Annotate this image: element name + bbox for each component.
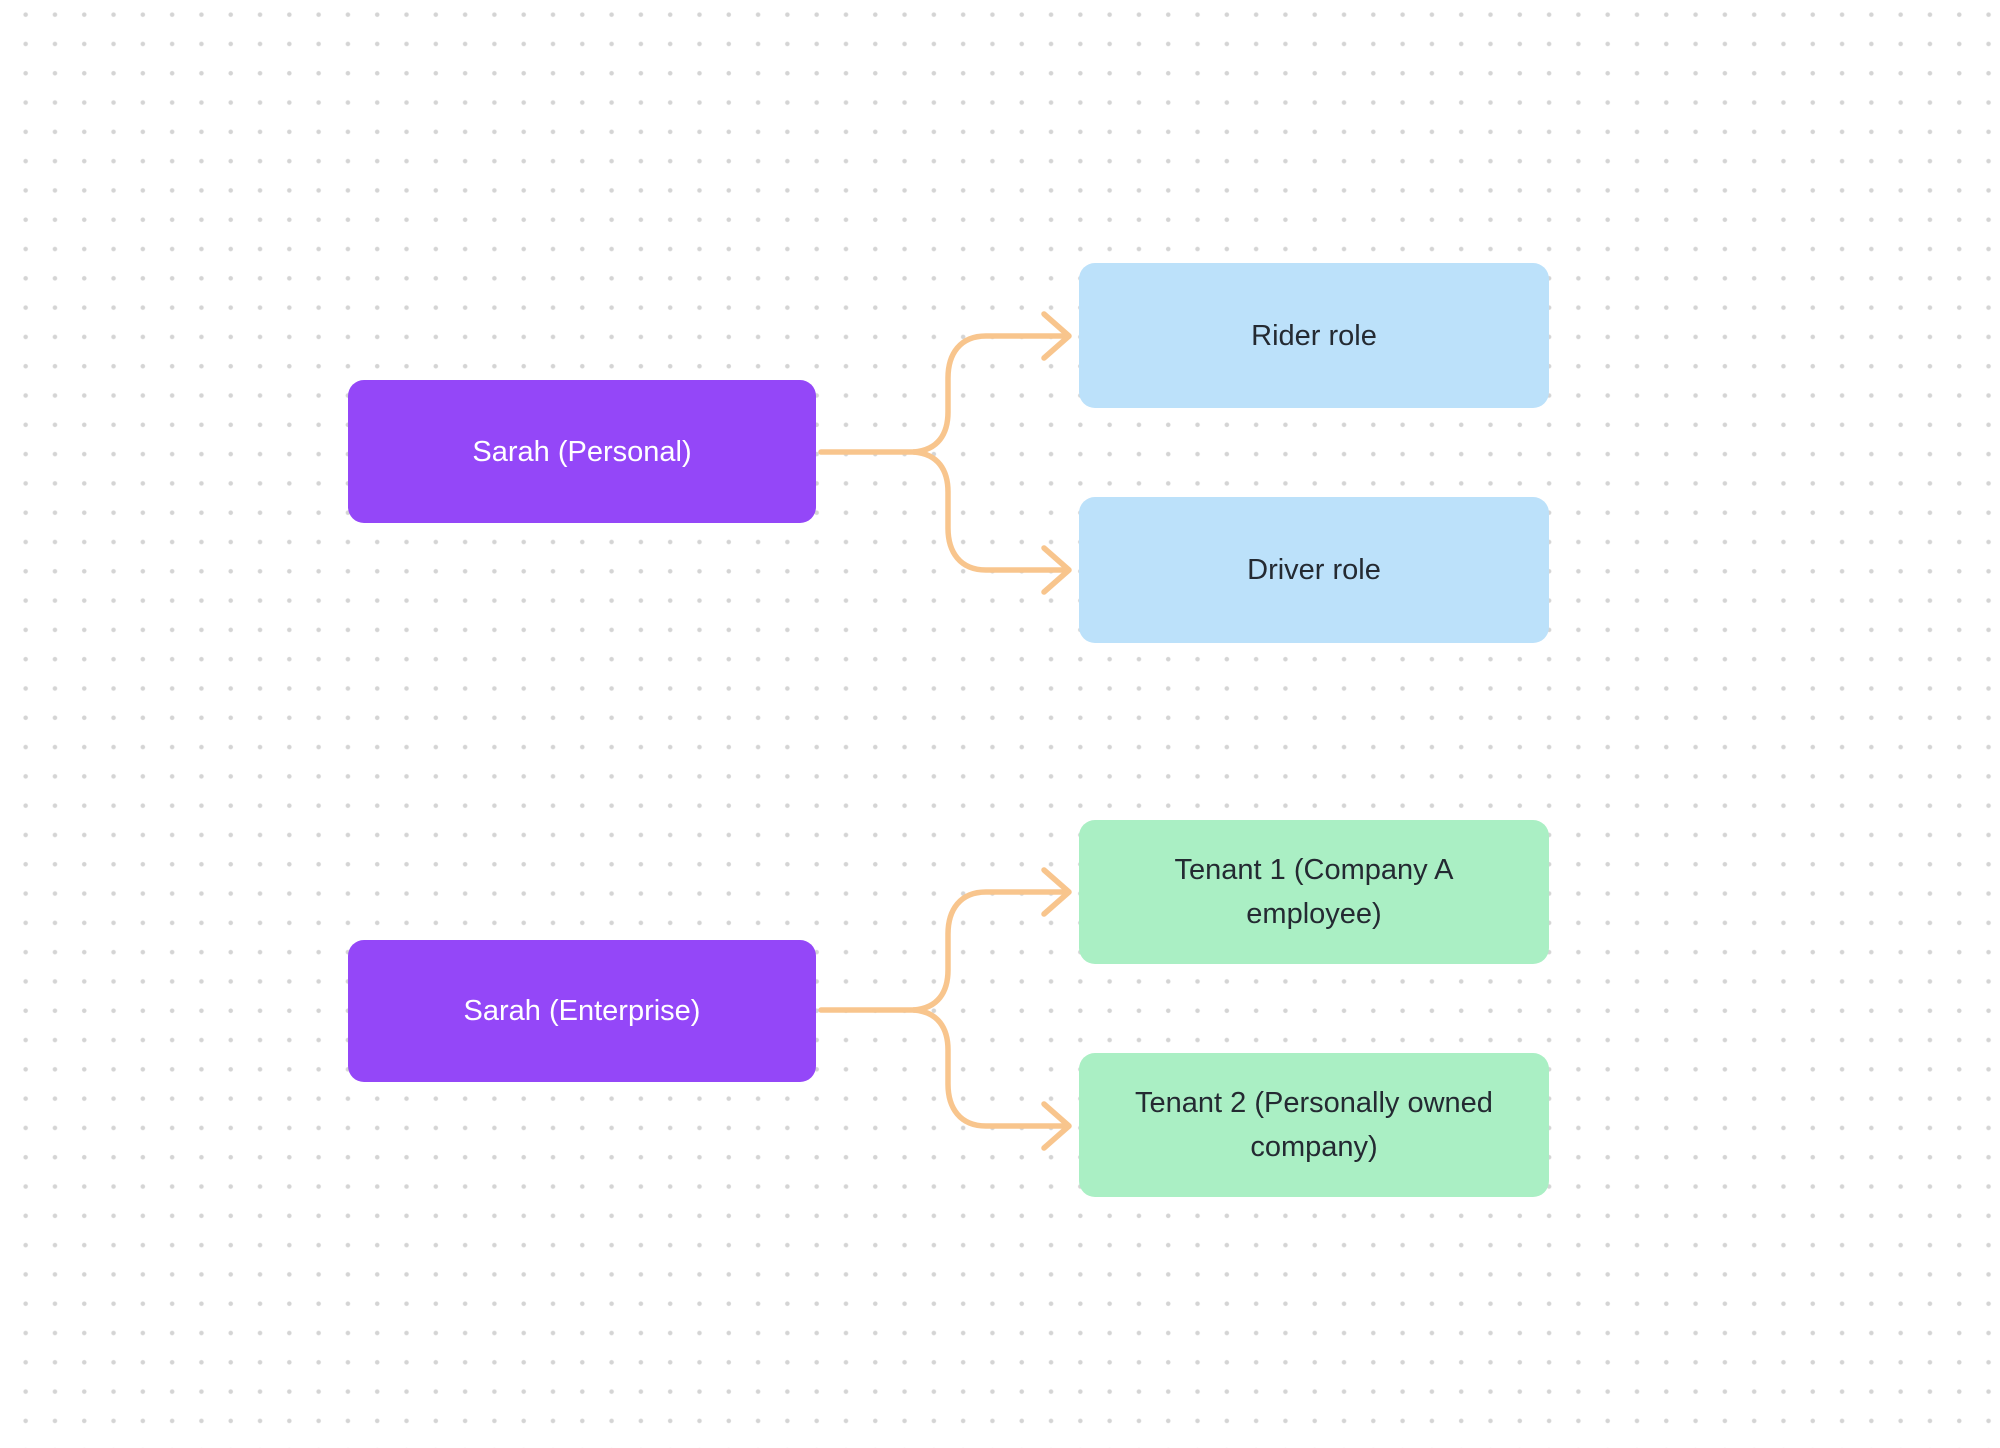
arrowhead-icon [1041, 1101, 1072, 1151]
connector-branch-up [911, 333, 1067, 455]
node-label: Rider role [1251, 319, 1377, 352]
arrowhead-icon [1041, 867, 1072, 917]
arrowhead-icon [1041, 545, 1072, 595]
arrowhead-icon [1041, 311, 1072, 361]
node-label: Sarah (Personal) [472, 435, 692, 468]
connector-enterprise-fork[interactable] [818, 867, 1072, 1151]
node-label: Sarah (Enterprise) [463, 995, 701, 1027]
node-tenant-2[interactable]: Tenant 2 (Personally owned company) [1079, 1053, 1549, 1197]
connector-branch-down [911, 1007, 1067, 1129]
connector-personal-fork[interactable] [818, 311, 1072, 595]
node-tenant-1[interactable]: Tenant 1 (Company A employee) [1079, 820, 1549, 964]
node-rider-role[interactable]: Rider role [1079, 263, 1549, 408]
node-sarah-enterprise[interactable]: Sarah (Enterprise) [348, 940, 816, 1082]
node-label: Tenant 2 (Personally owned company) [1135, 1087, 1493, 1163]
node-label: Driver role [1247, 554, 1381, 586]
node-label: Tenant 1 (Company A employee) [1174, 854, 1454, 930]
connector-branch-up [911, 889, 1067, 1013]
node-driver-role[interactable]: Driver role [1079, 497, 1549, 643]
node-sarah-personal[interactable]: Sarah (Personal) [348, 380, 816, 523]
connector-branch-down [911, 449, 1067, 573]
